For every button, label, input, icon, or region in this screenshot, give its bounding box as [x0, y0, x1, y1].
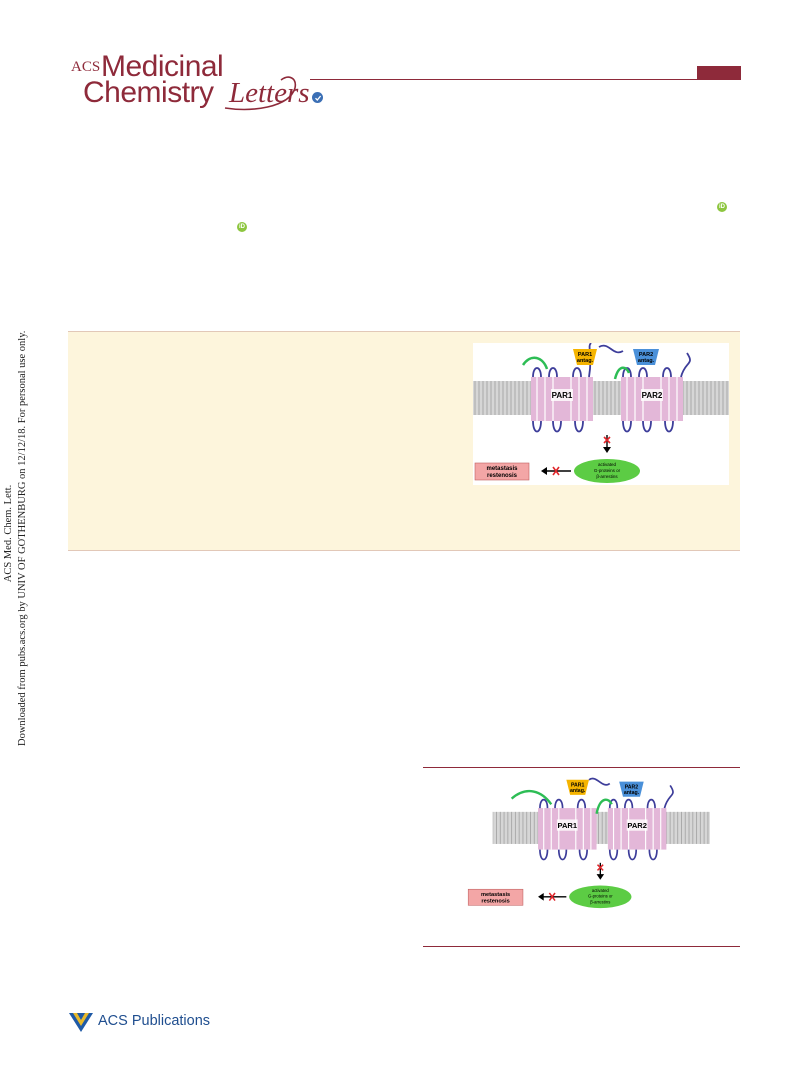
journal-logo-chemistry: Chemistry: [83, 76, 214, 109]
svg-text:restenosis: restenosis: [487, 473, 518, 479]
figure-graphic: PAR1 antag. PAR2 antag. PAR1 PAR2 activa…: [459, 776, 719, 910]
figure-top-rule: [423, 767, 740, 768]
par-diagram: PAR1 antag. PAR2 antag. PAR1 PAR2 activa…: [473, 342, 729, 483]
svg-text:metastasis: metastasis: [481, 892, 510, 898]
svg-text:β-arrestins: β-arrestins: [596, 474, 618, 479]
journal-logo-medicinal: Medicinal: [101, 50, 224, 83]
svg-text:activated: activated: [592, 888, 610, 893]
svg-text:restenosis: restenosis: [481, 898, 509, 904]
publisher-name: ACS Publications: [98, 1013, 211, 1029]
download-notice-line1: ACS Med. Chem. Lett.: [3, 484, 14, 583]
svg-text:activated: activated: [598, 462, 617, 467]
par1-antag-label: PAR1: [578, 352, 592, 358]
svg-text:antag.: antag.: [577, 358, 594, 364]
svg-text:antag.: antag.: [638, 358, 655, 364]
gprotein-ellipse: [574, 459, 640, 483]
svg-text:PAR2: PAR2: [625, 784, 639, 790]
svg-text:G-proteins or: G-proteins or: [588, 894, 613, 899]
journal-logo-letters: Letters: [229, 77, 310, 109]
par1-loops: [532, 342, 592, 433]
journal-logo: ACS Medicinal Chemistry Letters: [71, 50, 331, 112]
outcome-box: [474, 462, 530, 481]
svg-text:metastasis: metastasis: [486, 466, 518, 472]
download-notice-line2: Downloaded from pubs.acs.org by UNIV OF …: [17, 330, 28, 746]
par-diagram-figure: PAR1 antag. PAR2 antag. PAR1 PAR2 activa…: [467, 777, 710, 909]
linker: [598, 344, 624, 354]
par1-antagonist: [573, 349, 597, 365]
orcid-icon[interactable]: iD: [237, 222, 247, 232]
par2-peptide: [613, 366, 631, 380]
figure-bottom-rule: [423, 946, 740, 947]
header-tab: [697, 66, 741, 80]
download-notice: ACS Med. Chem. Lett. Downloaded from pub…: [2, 331, 427, 774]
toc-graphic: PAR1 antag. PAR2 antag. PAR1 PAR2 activa…: [473, 342, 729, 485]
svg-text:G-proteins or: G-proteins or: [594, 468, 621, 473]
download-notice-text: ACS Med. Chem. Lett. Downloaded from pub…: [2, 321, 30, 746]
svg-text:antag.: antag.: [624, 790, 640, 796]
par2-label: PAR2: [642, 391, 663, 400]
block-x: [603, 436, 611, 444]
svg-text:PAR1: PAR1: [571, 782, 585, 788]
svg-text:antag.: antag.: [570, 788, 586, 794]
header-rule: [310, 79, 740, 80]
par2-antag-label: PAR2: [639, 352, 653, 358]
checkmark-icon: [312, 92, 323, 103]
orcid-icon[interactable]: iD: [717, 202, 727, 212]
svg-text:PAR1: PAR1: [558, 821, 578, 830]
journal-logo-swoosh: [224, 76, 297, 111]
acs-logo-icon: [69, 1013, 93, 1032]
par1-peptide: [521, 356, 549, 370]
par2-antagonist: [633, 349, 659, 365]
publisher-logo[interactable]: ACS Publications: [68, 1008, 210, 1034]
svg-text:PAR2: PAR2: [627, 821, 647, 830]
journal-logo-acs: ACS: [71, 59, 101, 75]
par1-label: PAR1: [552, 391, 573, 400]
svg-text:β-arrestins: β-arrestins: [590, 899, 610, 904]
